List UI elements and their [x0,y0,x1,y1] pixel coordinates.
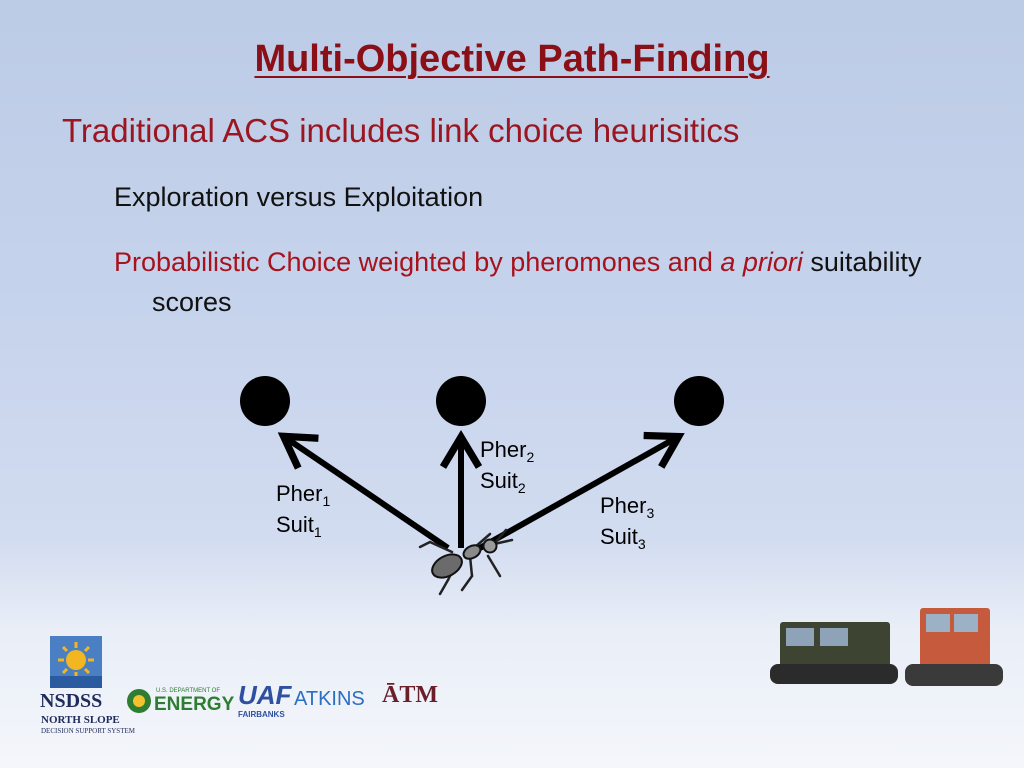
suit-2: Suit2 [480,465,534,496]
bullet-exploration: Exploration versus Exploitation [114,182,484,212]
suit-1-text: Suit [276,512,314,537]
energy-logo: ENERGY [154,694,235,715]
nsdss-subtitle-2: DECISION SUPPORT SYSTEM [41,727,135,735]
energy-seal-icon [127,689,151,713]
pher-2: Pher2 [480,434,534,465]
node-1 [240,376,290,426]
pher-2-text: Pher [480,437,527,462]
pher-1: Pher1 [276,478,330,509]
nsdss-logo: NSDSS [40,690,103,712]
label-link-1: Pher1 Suit1 [276,478,330,540]
suit-3-sub: 3 [637,536,646,552]
suit-1: Suit1 [276,509,330,540]
suit-3-text: Suit [600,524,638,549]
bullet-probabilistic-italic: a priori [720,247,803,277]
pher-3: Pher3 [600,490,654,521]
nsdss-subtitle: NORTH SLOPE [41,714,120,726]
suit-2-sub: 2 [517,480,526,496]
pher-1-text: Pher [276,481,323,506]
label-link-2: Pher2 Suit2 [480,434,534,496]
bullet-level1: Traditional ACS includes link choice heu… [62,112,740,149]
bullet-probabilistic-text: Probabilistic Choice weighted by pheromo… [114,247,721,277]
node-3 [674,376,724,426]
pher-1-sub: 1 [322,493,331,509]
arrow-link-1 [277,432,450,551]
ant-icon [418,528,514,596]
label-link-3: Pher3 Suit3 [600,490,654,552]
atkins-logo: ATKINS [294,688,365,710]
pher-2-sub: 2 [526,449,535,465]
bullet-probabilistic-tail: suitability scores [152,247,922,317]
node-2 [436,376,486,426]
nsdss-sun-logo-icon [50,636,102,688]
pher-3-text: Pher [600,493,647,518]
energy-dept-text: U.S. DEPARTMENT OF [156,688,221,694]
sponsor-logos: NSDSS NORTH SLOPE DECISION SUPPORT SYSTE… [38,632,438,752]
tamu-logo: ĀTM [382,682,438,708]
snow-vehicles [770,608,1003,686]
arrow-link-3 [478,431,685,551]
uaf-subtitle: FAIRBANKS [238,710,285,719]
suit-3: Suit3 [600,521,654,552]
suit-2-text: Suit [480,468,518,493]
bullet-probabilistic: Probabilistic Choice weighted by pheromo… [114,242,972,322]
uaf-logo: UAF [238,680,292,710]
pher-3-sub: 3 [646,505,655,521]
suit-1-sub: 1 [313,524,322,540]
slide-title: Multi-Objective Path-Finding [254,38,770,80]
